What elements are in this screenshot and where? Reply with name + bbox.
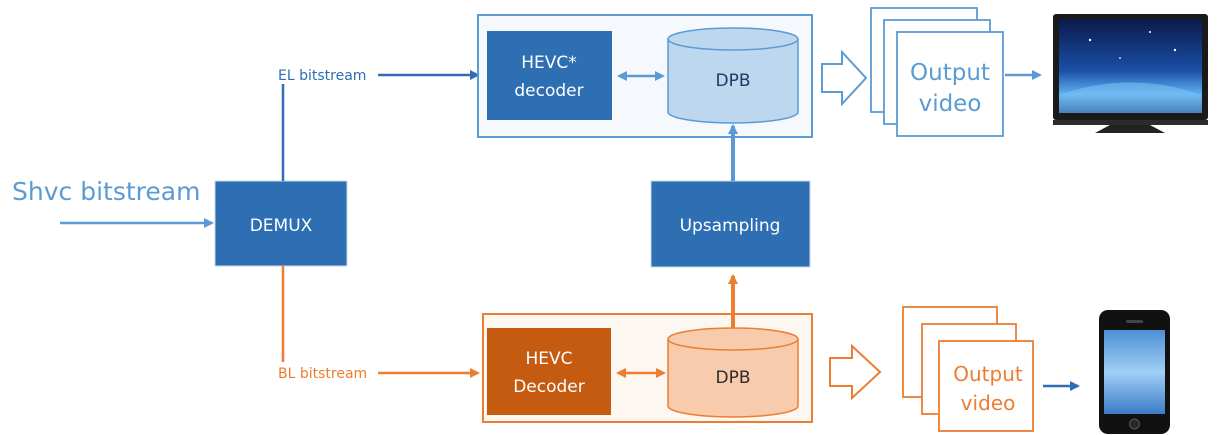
el-stream-label-bg: [274, 64, 378, 84]
tv-icon: [1053, 14, 1208, 133]
el-output-line1: Output: [910, 60, 990, 86]
bl-output-line2: video: [961, 391, 1016, 415]
bl-dpb-label: DPB: [715, 368, 750, 388]
el-dpb-label: DPB: [715, 71, 750, 91]
el-output-line2: video: [919, 91, 982, 117]
bl-output-line1: Output: [953, 362, 1023, 386]
bl-stream-label: BL bitstream: [278, 366, 367, 382]
upsampling-label: Upsampling: [680, 216, 781, 236]
bl-dpb-cylinder: [667, 327, 799, 418]
bl-decoder-line1: HEVC: [525, 349, 572, 369]
el-decoder-line1: HEVC*: [521, 53, 577, 73]
el-dpb-cylinder: [667, 27, 799, 124]
demux-block: [214, 180, 348, 267]
bl-stream-line: [281, 266, 480, 378]
el-output-video-stack: [870, 7, 1004, 137]
bl-stream-label-bg: [274, 362, 378, 382]
phone-icon: [1099, 310, 1170, 434]
bl-output-hollow-arrow: [829, 343, 882, 401]
el-decoder-line2: decoder: [514, 81, 583, 101]
upsampling-block: [650, 180, 811, 268]
el-output-hollow-arrow: [821, 49, 868, 107]
bl-decoder-block: [487, 328, 611, 415]
bl-decoder-line2: Decoder: [513, 377, 585, 397]
demux-label: DEMUX: [250, 216, 313, 236]
el-stream-label: EL bitstream: [278, 68, 366, 84]
bl-output-video-stack: [902, 306, 1034, 432]
el-stream-line: [281, 70, 480, 181]
el-decoder-block: [487, 31, 612, 120]
input-label: Shvc bitstream: [12, 177, 200, 206]
